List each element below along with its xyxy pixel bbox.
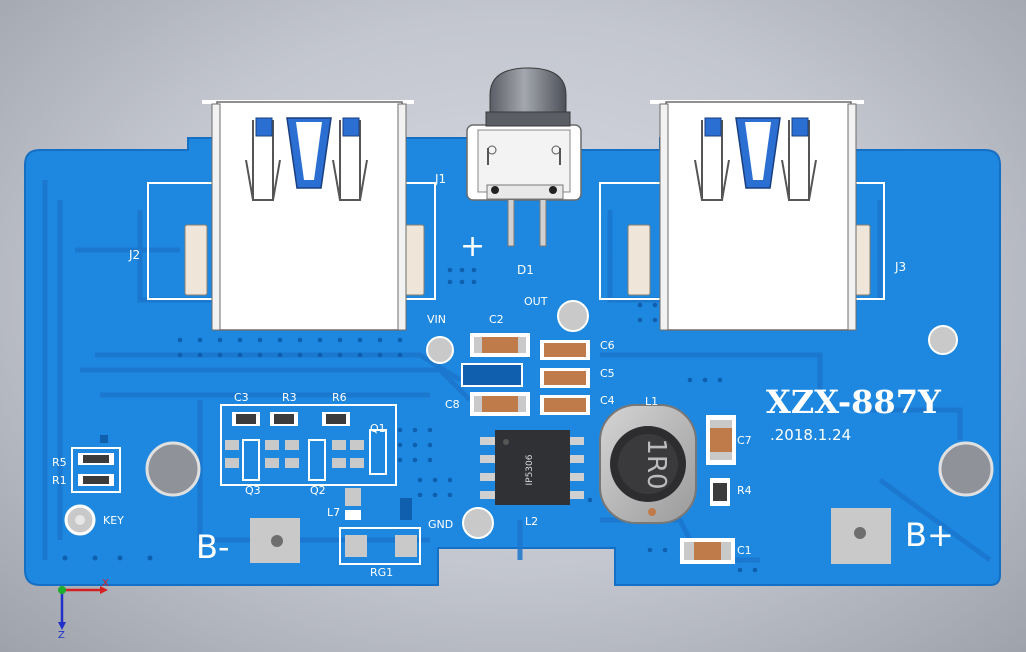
test-pad-top-right bbox=[928, 325, 958, 355]
ic-marking: IP5306 bbox=[525, 454, 535, 485]
label-l1: L1 bbox=[645, 395, 658, 408]
label-l7: L7 bbox=[327, 506, 340, 519]
label-r6: R6 bbox=[332, 391, 347, 404]
label-r3: R3 bbox=[282, 391, 297, 404]
power-ic: IP5306 bbox=[480, 430, 584, 505]
silkscreen-labels: J1 J2 J3 + D1 VIN C2 OUT C6 C5 C4 C8 C3 … bbox=[52, 172, 954, 579]
label-q3: Q3 bbox=[245, 484, 261, 497]
label-j2: J2 bbox=[128, 248, 140, 262]
label-r1: R1 bbox=[52, 474, 67, 487]
usb-port-left[interactable] bbox=[202, 100, 414, 331]
label-r4: R4 bbox=[737, 484, 752, 497]
b-plus-hole bbox=[854, 527, 866, 539]
usb-right-contacts bbox=[694, 120, 817, 201]
label-key: KEY bbox=[103, 514, 124, 527]
label-c5: C5 bbox=[600, 367, 615, 380]
mounting-hole-left bbox=[145, 441, 201, 497]
right-passives bbox=[680, 415, 736, 564]
inductor-marking: 1R0 bbox=[641, 438, 671, 489]
label-b-plus: B+ bbox=[905, 516, 954, 554]
label-j3: J3 bbox=[894, 260, 906, 274]
b-minus-hole bbox=[271, 535, 283, 547]
led-and-j1 bbox=[466, 67, 582, 247]
board-date: .2018.1.24 bbox=[770, 426, 851, 444]
board-model: XZX-887Y bbox=[766, 383, 942, 421]
label-out: OUT bbox=[524, 295, 548, 308]
label-d1: D1 bbox=[517, 263, 534, 277]
test-pad-out bbox=[557, 300, 589, 332]
j2-pad bbox=[184, 224, 208, 296]
label-c6: C6 bbox=[600, 339, 615, 352]
label-plus: + bbox=[460, 229, 485, 264]
label-c8: C8 bbox=[445, 398, 460, 411]
label-j1: J1 bbox=[434, 172, 446, 186]
left-component-cluster bbox=[220, 404, 397, 486]
label-r5: R5 bbox=[52, 456, 67, 469]
via-dot-grid bbox=[62, 267, 758, 573]
key-button-center bbox=[75, 515, 85, 525]
test-pad-vin bbox=[426, 336, 454, 364]
label-c4: C4 bbox=[600, 394, 615, 407]
label-b-minus: B- bbox=[196, 528, 230, 566]
label-rg1: RG1 bbox=[370, 566, 393, 579]
label-c7: C7 bbox=[737, 434, 752, 447]
usb-port-right[interactable] bbox=[650, 100, 864, 331]
label-c1: C1 bbox=[737, 544, 752, 557]
axis-z-label: Z bbox=[58, 630, 65, 641]
label-c3: C3 bbox=[234, 391, 249, 404]
label-q1: Q1 bbox=[370, 422, 386, 435]
label-c2: C2 bbox=[489, 313, 504, 326]
j1-right-pad bbox=[627, 224, 651, 296]
inductor-l1: 1R0 bbox=[599, 404, 697, 524]
l7-rg1-area bbox=[339, 488, 421, 565]
r5-r1-resistors bbox=[71, 435, 121, 493]
led-icon bbox=[489, 67, 567, 119]
axis-x-label: X bbox=[102, 578, 109, 589]
test-pad-gnd bbox=[462, 507, 494, 539]
usb-left-contacts bbox=[245, 120, 368, 201]
label-l2: L2 bbox=[525, 515, 538, 528]
xyz-axis-triad-icon: X Z bbox=[58, 578, 109, 641]
smd-capacitor-cluster bbox=[461, 333, 590, 416]
label-vin: VIN bbox=[427, 313, 446, 326]
label-gnd: GND bbox=[428, 518, 453, 531]
label-q2: Q2 bbox=[310, 484, 326, 497]
mounting-hole-right bbox=[938, 441, 994, 497]
